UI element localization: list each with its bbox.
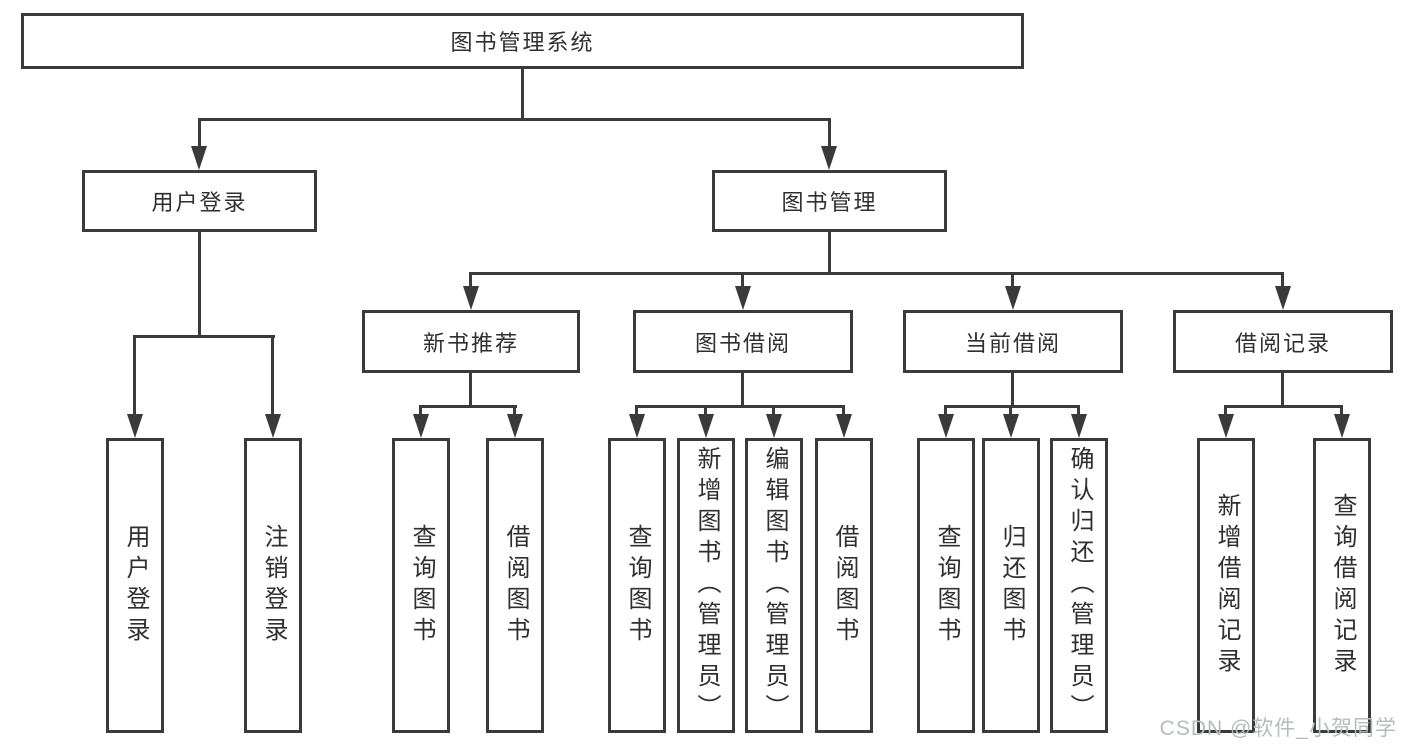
node-book-management-label: 图书管理 <box>781 190 878 215</box>
arrow-down-icon <box>413 414 429 438</box>
connector-line <box>133 335 136 414</box>
connector-line <box>1009 405 1012 416</box>
leaf-query-books-current: 查询图书 <box>917 438 975 733</box>
arrow-down-icon <box>265 414 281 438</box>
leaf-confirm-return-admin-label: 确认归还（管理员） <box>1066 446 1093 725</box>
connector-line <box>133 335 275 338</box>
node-book-borrow: 图书借阅 <box>633 310 853 373</box>
leaf-logout: 注销登录 <box>244 438 302 733</box>
connector-line <box>1225 405 1343 408</box>
leaf-query-books-current-label: 查询图书 <box>933 523 960 648</box>
connector-line <box>469 373 472 405</box>
connector-line <box>513 405 516 416</box>
leaf-edit-books-admin-label: 编辑图书（管理员） <box>761 446 788 725</box>
connector-line <box>1340 405 1343 416</box>
leaf-query-borrow-record: 查询借阅记录 <box>1313 438 1371 733</box>
leaf-query-books-borrow: 查询图书 <box>608 438 666 733</box>
node-root: 图书管理系统 <box>21 13 1024 69</box>
arrow-down-icon <box>127 414 143 438</box>
node-user-login-label: 用户登录 <box>151 190 248 215</box>
arrow-down-icon <box>735 286 751 310</box>
leaf-add-borrow-record: 新增借阅记录 <box>1197 438 1255 733</box>
node-root-label: 图书管理系统 <box>450 30 595 55</box>
leaf-query-books-recommend-label: 查询图书 <box>408 523 435 648</box>
connector-line <box>842 405 845 416</box>
leaf-query-books-borrow-label: 查询图书 <box>624 523 651 648</box>
node-borrow-records: 借阅记录 <box>1173 310 1393 373</box>
connector-line <box>469 272 472 288</box>
connector-line <box>828 118 831 152</box>
node-new-book-recommend-label: 新书推荐 <box>422 330 519 356</box>
connector-line <box>635 405 638 416</box>
arrow-down-icon <box>1275 286 1291 310</box>
leaf-add-borrow-record-label: 新增借阅记录 <box>1213 492 1240 679</box>
connector-line <box>636 405 845 408</box>
connector-line <box>198 118 831 121</box>
connector-line <box>704 405 707 416</box>
leaf-borrow-books-label: 借阅图书 <box>831 523 858 648</box>
node-current-borrow-label: 当前借阅 <box>964 330 1061 356</box>
leaf-borrow-books-recommend-label: 借阅图书 <box>502 523 529 648</box>
node-new-book-recommend: 新书推荐 <box>362 310 580 373</box>
node-book-borrow-label: 图书借阅 <box>694 330 791 356</box>
connector-line <box>945 405 1080 408</box>
connector-line <box>198 232 201 336</box>
connector-line <box>1011 373 1014 405</box>
connector-line <box>828 232 831 272</box>
arrow-down-icon <box>1005 286 1021 310</box>
leaf-logout-label: 注销登录 <box>260 523 287 648</box>
arrow-down-icon <box>821 146 837 170</box>
arrow-down-icon <box>1218 414 1234 438</box>
watermark-text: CSDN @软件_小贺同学 <box>1159 717 1397 740</box>
arrow-down-icon <box>698 414 714 438</box>
leaf-add-books-admin-label: 新增图书（管理员） <box>693 446 720 725</box>
node-current-borrow: 当前借阅 <box>903 310 1123 373</box>
connector-line <box>741 272 744 288</box>
arrow-down-icon <box>836 414 852 438</box>
node-user-login: 用户登录 <box>82 170 317 232</box>
arrow-down-icon <box>507 414 523 438</box>
leaf-add-books-admin: 新增图书（管理员） <box>677 438 735 733</box>
node-borrow-records-label: 借阅记录 <box>1234 330 1331 356</box>
connector-line <box>1077 405 1080 416</box>
arrow-down-icon <box>938 414 954 438</box>
leaf-query-borrow-record-label: 查询借阅记录 <box>1329 492 1356 679</box>
connector-line <box>198 118 201 152</box>
node-book-management: 图书管理 <box>712 170 947 232</box>
arrow-down-icon <box>1071 414 1087 438</box>
connector-line <box>1281 373 1284 405</box>
leaf-borrow-books-recommend: 借阅图书 <box>486 438 544 733</box>
leaf-user-login: 用户登录 <box>106 438 164 733</box>
leaf-return-books-label: 归还图书 <box>998 523 1025 648</box>
connector-line <box>741 373 744 405</box>
connector-line <box>1011 272 1014 288</box>
connector-line <box>521 69 524 121</box>
arrow-down-icon <box>463 286 479 310</box>
connector-line <box>772 405 775 416</box>
arrow-down-icon <box>629 414 645 438</box>
connector-line <box>1281 272 1284 288</box>
connector-line <box>470 272 1284 275</box>
leaf-return-books: 归还图书 <box>982 438 1040 733</box>
connector-line <box>420 405 517 408</box>
connector-line <box>271 335 274 414</box>
connector-line <box>1224 405 1227 416</box>
arrow-down-icon <box>766 414 782 438</box>
connector-line <box>944 405 947 416</box>
arrow-down-icon <box>1003 414 1019 438</box>
leaf-borrow-books: 借阅图书 <box>815 438 873 733</box>
leaf-confirm-return-admin: 确认归还（管理员） <box>1050 438 1108 733</box>
leaf-edit-books-admin: 编辑图书（管理员） <box>745 438 803 733</box>
arrow-down-icon <box>191 146 207 170</box>
arrow-down-icon <box>1334 414 1350 438</box>
connector-line <box>419 405 422 416</box>
leaf-query-books-recommend: 查询图书 <box>392 438 450 733</box>
leaf-user-login-label: 用户登录 <box>122 523 149 648</box>
